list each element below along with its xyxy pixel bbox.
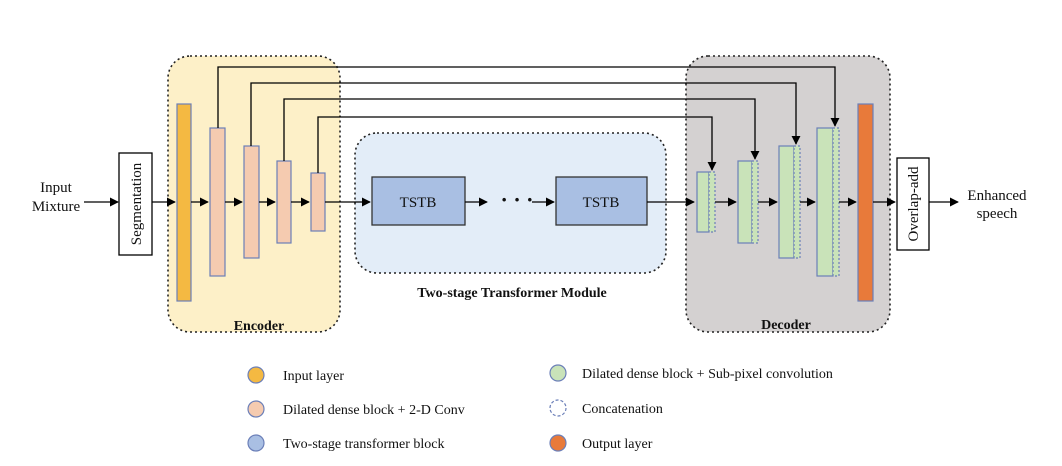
legend-dilated-conv-label: Dilated dense block + 2-D Conv bbox=[283, 403, 465, 418]
decoder-concat-1 bbox=[708, 171, 716, 233]
legend-dilated-subpixel-label: Dilated dense block + Sub-pixel convolut… bbox=[582, 367, 833, 382]
encoder-label: Encoder bbox=[234, 319, 285, 334]
skip-connection-4 bbox=[317, 116, 717, 173]
transformer-module-container bbox=[354, 132, 667, 274]
decoder-block-4 bbox=[816, 127, 834, 277]
legend-concatenation-swatch bbox=[549, 399, 567, 417]
legend-concatenation-label: Concatenation bbox=[582, 402, 663, 417]
ellipsis: · · · bbox=[500, 187, 533, 212]
decoder-label: Decoder bbox=[761, 318, 811, 333]
legend-output-layer-swatch bbox=[549, 434, 567, 452]
legend-dilated-conv-swatch bbox=[247, 400, 265, 418]
encoder-block-3 bbox=[276, 160, 292, 244]
output-label-line2: speech bbox=[977, 206, 1018, 222]
decoder-block-3 bbox=[778, 145, 795, 259]
output-label-line1: Enhanced bbox=[967, 188, 1027, 204]
legend-tstb-swatch bbox=[247, 434, 265, 452]
tstb-block-last bbox=[555, 176, 648, 226]
encoder-block-4 bbox=[310, 172, 326, 232]
skip-connection-3 bbox=[283, 98, 760, 161]
segmentation-box bbox=[118, 152, 153, 256]
overlap-add-label: Overlap-add bbox=[906, 166, 922, 241]
decoder-concat-3 bbox=[793, 145, 801, 259]
tstb-block-first bbox=[371, 176, 466, 226]
tstb-first-label: TSTB bbox=[400, 195, 437, 211]
legend-tstb-label: Two-stage transformer block bbox=[283, 437, 445, 452]
input-label-line2: Mixture bbox=[32, 199, 81, 215]
segmentation-label: Segmentation bbox=[129, 162, 145, 245]
skip-connection-1 bbox=[217, 66, 840, 128]
input-label-line1: Input bbox=[40, 180, 72, 196]
decoder-block-2 bbox=[737, 160, 753, 244]
input-layer-block bbox=[176, 103, 192, 302]
legend-dilated-subpixel-swatch bbox=[549, 364, 567, 382]
legend: Input layer Dilated dense block + 2-D Co… bbox=[247, 364, 833, 452]
tstb-last-label: TSTB bbox=[583, 195, 620, 211]
encoder-block-2 bbox=[243, 145, 260, 259]
legend-output-layer-label: Output layer bbox=[582, 437, 653, 452]
legend-input-layer-label: Input layer bbox=[283, 369, 344, 384]
output-layer-block bbox=[857, 103, 874, 302]
encoder-block-1 bbox=[209, 127, 226, 277]
transformer-module-title: Two-stage Transformer Module bbox=[417, 286, 607, 301]
decoder-concat-2 bbox=[751, 160, 759, 244]
decoder-block-1 bbox=[696, 171, 710, 233]
legend-input-layer-swatch bbox=[247, 366, 265, 384]
overlap-add-box bbox=[896, 157, 930, 251]
skip-connection-2 bbox=[250, 82, 801, 146]
decoder-concat-4 bbox=[832, 127, 840, 277]
